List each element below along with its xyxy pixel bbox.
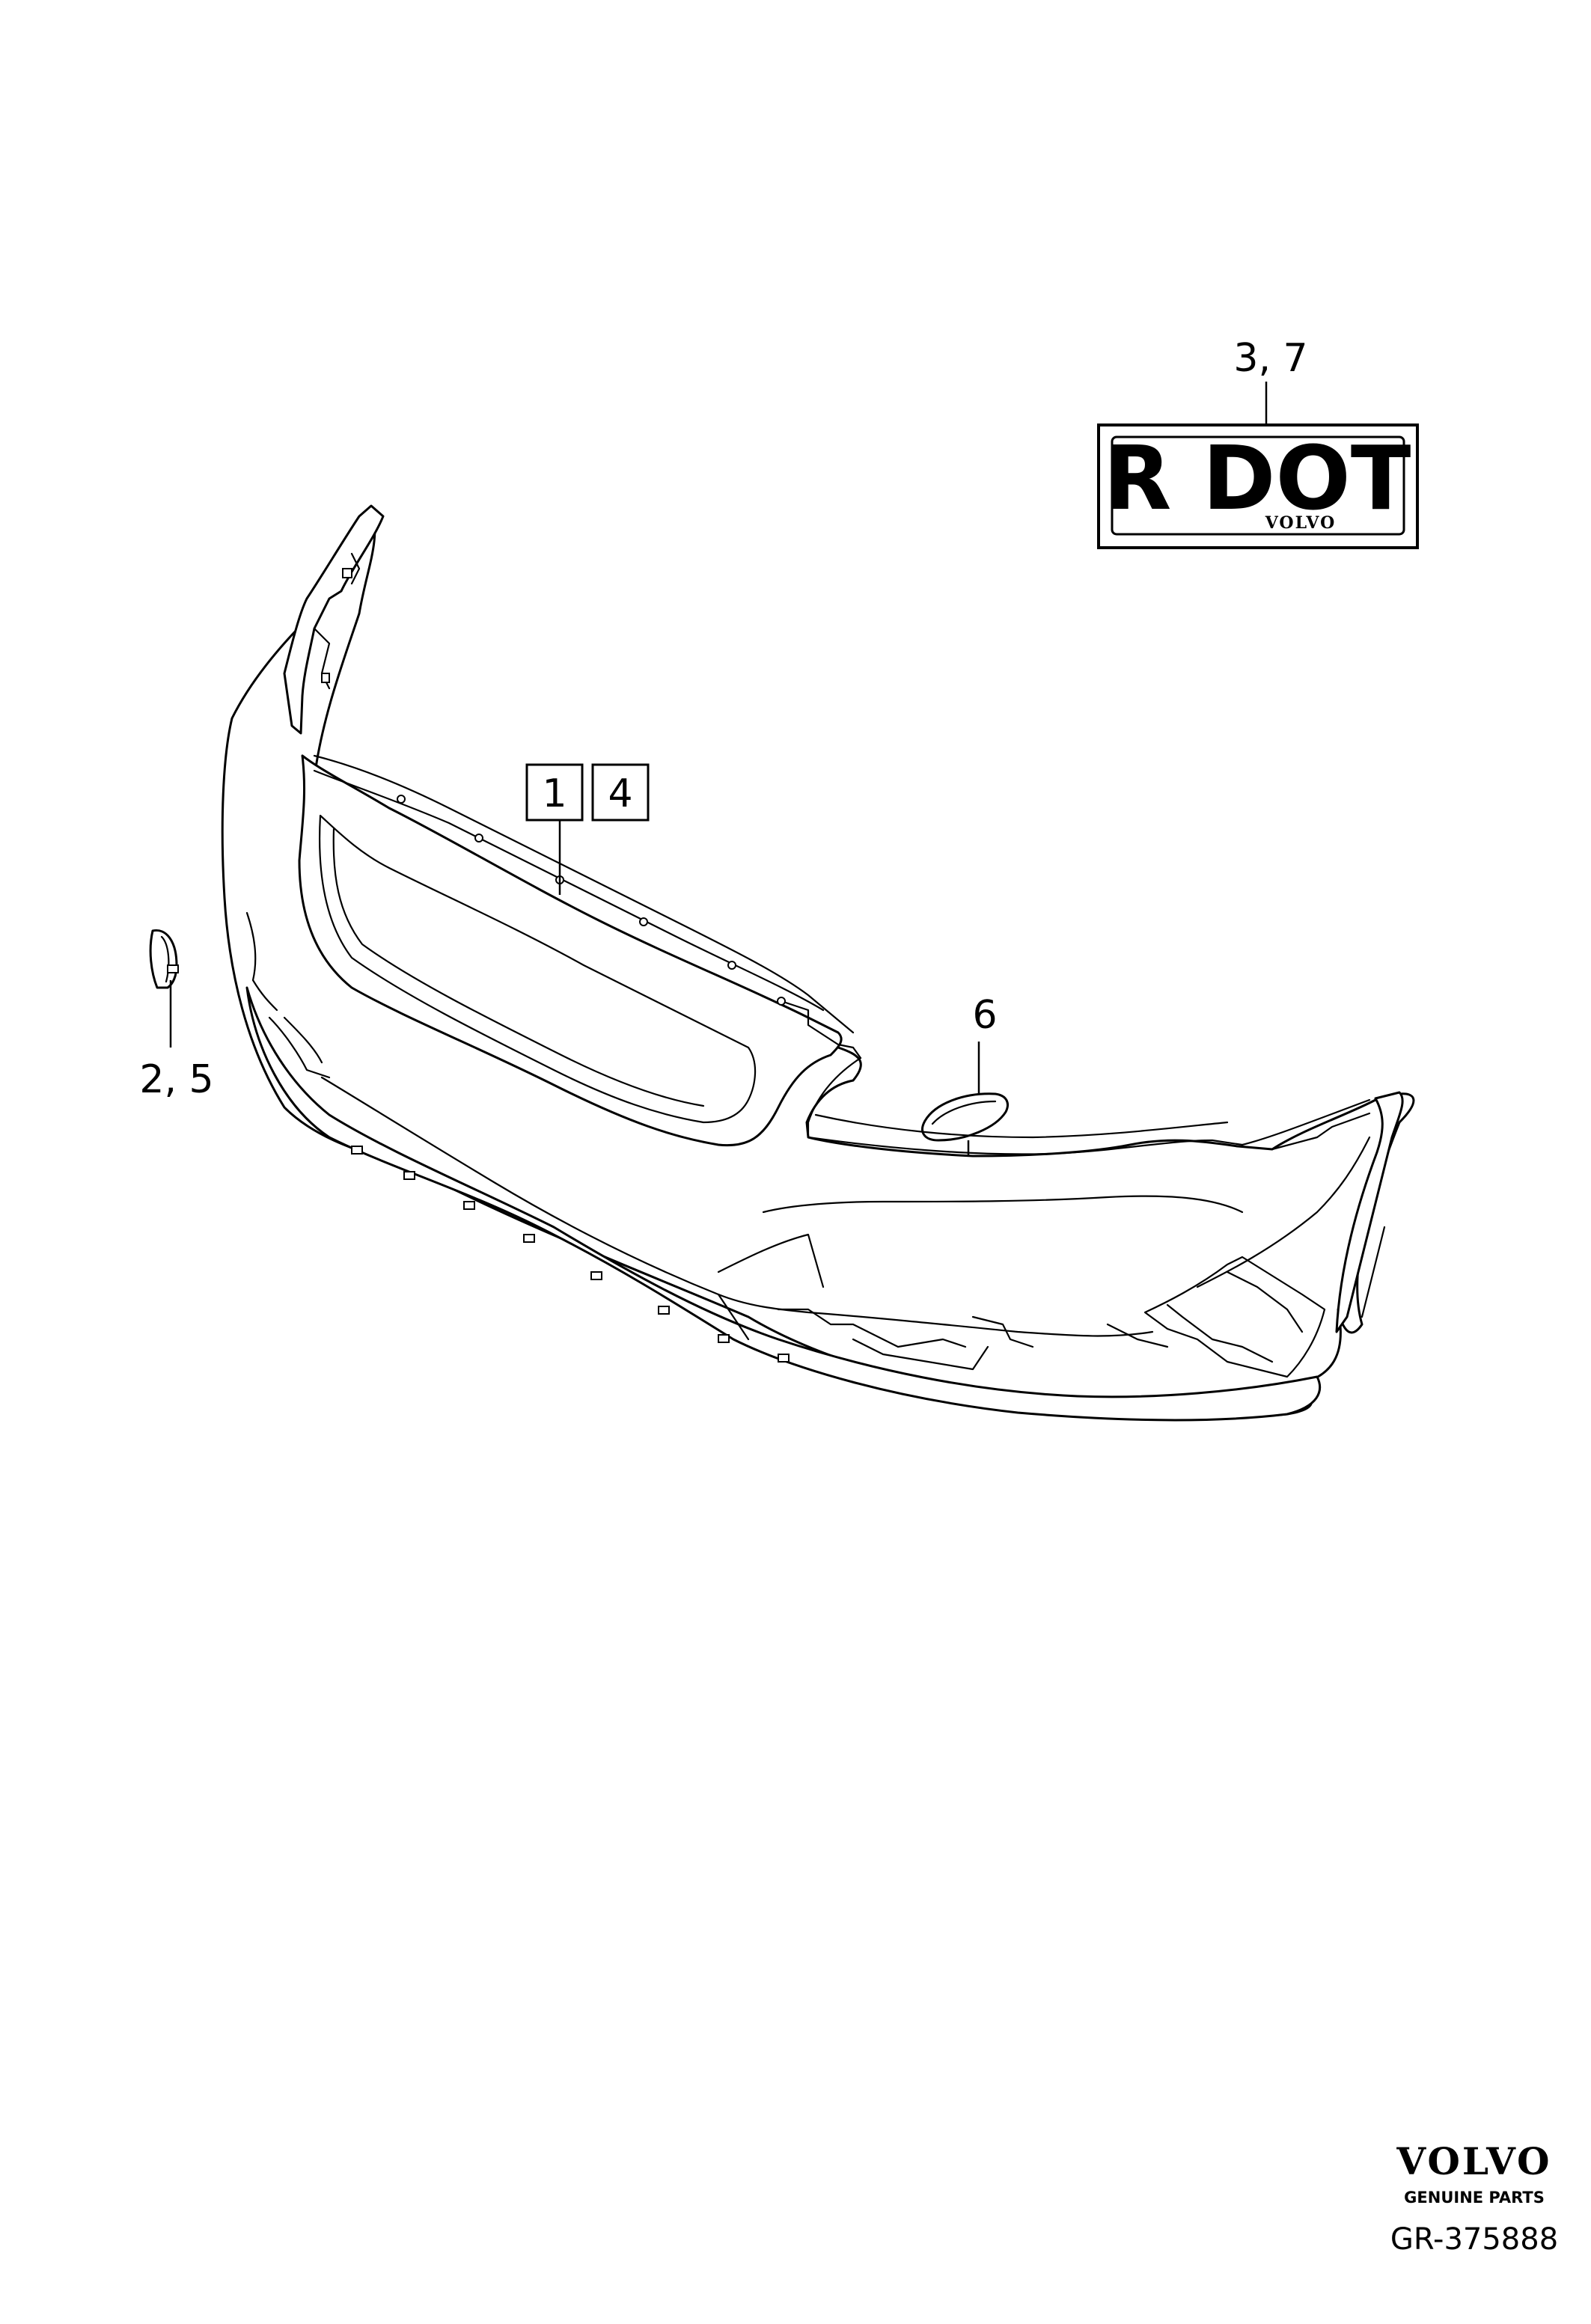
label-inner-frame — [1111, 435, 1405, 536]
right-upper-corner — [1335, 1091, 1404, 1333]
label-main-text: R DOT — [1104, 426, 1411, 530]
brand-logo-text: VOLVO — [1396, 2139, 1551, 2183]
bumper-callout-boxes: 1 4 — [525, 763, 650, 895]
lower-intake — [320, 1076, 1154, 1337]
fog-lamp-cover-part: 2, 5 — [139, 929, 214, 1102]
callout-box-1-text: 1 — [542, 771, 567, 816]
bumper-grille-frame — [298, 754, 843, 1147]
callout-box-4-text: 4 — [608, 771, 632, 816]
top-flange — [313, 754, 855, 1034]
right-headlamp-cutout — [807, 1056, 1371, 1155]
front-bumper-cover-part — [221, 504, 1415, 1422]
bumper-lower-lip — [245, 986, 1322, 1422]
washer-cap-part: 6 — [921, 993, 1009, 1187]
callout-box-1 — [525, 763, 584, 822]
rdot-label-part: 3, 7 R DOT VOLVO — [1097, 336, 1419, 549]
right-lower-opening — [1143, 1256, 1326, 1378]
callout-box-4 — [591, 763, 650, 822]
callout-washer-cap: 6 — [972, 993, 997, 1038]
brand-tagline: GENUINE PARTS — [1404, 2189, 1545, 2207]
washer-cap-shape — [921, 1092, 1009, 1142]
diagram-reference: GR-375888 — [1390, 2222, 1558, 2257]
lower-clips — [351, 1146, 790, 1363]
left-fog-recess — [245, 911, 278, 1012]
mounting-holes — [397, 795, 786, 1006]
footer-brand: VOLVO GENUINE PARTS GR-375888 — [1390, 2139, 1558, 2257]
callout-label-part: 3, 7 — [1233, 336, 1307, 381]
bumper-crease-lower — [717, 1233, 825, 1288]
callout-fog-cover: 2, 5 — [139, 1057, 213, 1102]
grille-opening — [318, 814, 757, 1124]
bumper-crease-upper — [762, 1195, 1244, 1214]
label-sub-text: VOLVO — [1265, 513, 1337, 533]
